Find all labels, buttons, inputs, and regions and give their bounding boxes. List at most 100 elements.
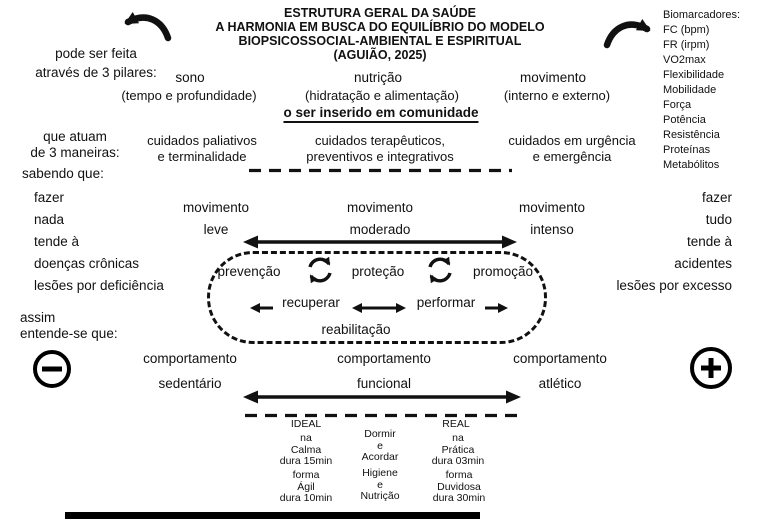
deficiency-item: nada: [34, 212, 65, 227]
deficiency-item: fazer: [34, 190, 65, 205]
pillar-movement-detail: (interno e externo): [503, 88, 611, 103]
minus-bar: [42, 366, 62, 372]
circular-arrows-icon: [428, 256, 452, 284]
cycle-prevention: prevenção: [217, 264, 281, 279]
page-title: ESTRUTURA GERAL DA SAÚDE A HARMONIA EM B…: [196, 6, 564, 62]
deficiency-item: tende à: [34, 234, 80, 249]
care-therapeutic-line-1: cuidados terapêuticos,: [314, 133, 446, 148]
behavior-athletic-line-1: comportamento: [513, 351, 607, 366]
behavior-functional-line-1: comportamento: [337, 351, 431, 366]
minus-circle-icon: [33, 350, 71, 388]
movement-intense-line-2: intenso: [530, 222, 574, 237]
excess-item: fazer: [701, 190, 732, 205]
care-urgency-line-1: cuidados em urgência: [508, 133, 636, 148]
deficiency-item: doenças crônicas: [34, 256, 140, 271]
pillar-nutrition: nutrição: [353, 70, 403, 85]
care-palliative-line-1: cuidados paliativos: [147, 133, 257, 148]
care-urgency: cuidados em urgência e emergência: [508, 133, 635, 164]
biomarkers-panel: Biomarcadores: FC (bpm) FR (irpm) VO2max…: [663, 8, 740, 173]
real-label: REAL: [442, 418, 470, 430]
biomarker-item: FR (irpm): [663, 39, 710, 51]
title-line-3: BIOPSICOSSOCIAL-AMBIENTAL E ESPIRITUAL: [238, 34, 522, 48]
movement-light-line-2: leve: [203, 222, 229, 237]
thus-line-2: entende-se que:: [20, 325, 118, 341]
circular-arrows-icon: [308, 256, 332, 284]
movement-light-line-1: movimento: [182, 200, 250, 215]
care-palliative: cuidados paliativos e terminalidade: [147, 133, 257, 164]
ways-intro-line-2: de 3 maneiras:: [30, 145, 120, 160]
plus-bar-vertical: [708, 358, 714, 378]
pillars-intro: pode ser feita através de 3 pilares:: [14, 44, 178, 82]
recover-perform-arrows: [250, 303, 508, 313]
biomarker-item: FC (bpm): [663, 24, 710, 36]
plus-circle-icon: [690, 347, 732, 389]
cycle-promotion: promoção: [472, 264, 534, 279]
movement-intense: movimento intenso: [519, 197, 585, 241]
excess-item: tudo: [705, 212, 732, 227]
biomarker-item: Força: [663, 99, 692, 111]
biomarker-item: VO2max: [663, 54, 706, 66]
real-practice-block: na Prática dura 03min: [431, 432, 485, 467]
behavior-sedentary-line-1: comportamento: [143, 351, 237, 366]
movement-moderate: movimento moderado: [347, 197, 413, 241]
cycle-recover: recuperar: [282, 295, 340, 310]
biomarker-item: Flexibilidade: [663, 69, 725, 81]
biomarker-item: Proteínas: [663, 144, 711, 156]
behavior-sedentary: comportamento sedentário: [143, 346, 237, 396]
thus-label: assim entende-se que:: [20, 310, 118, 341]
pillars-intro-line-2: através de 3 pilares:: [35, 65, 157, 80]
thus-line-1: assim: [20, 310, 56, 325]
ideal-agile-block: forma Ágil dura 10min: [279, 469, 333, 504]
biomarker-item: Mobilidade: [663, 84, 717, 96]
biomarker-item: Resistência: [663, 129, 720, 141]
movement-light: movimento leve: [183, 197, 249, 241]
sleep-wake-block: Dormir e Acordar: [361, 428, 399, 463]
curved-arrow-counterclockwise-icon: [124, 11, 172, 42]
hygiene-nutrition-block: Higiene e Nutrição: [360, 467, 400, 502]
title-line-1: ESTRUTURA GERAL DA SAÚDE: [284, 6, 476, 20]
care-therapeutic: cuidados terapêuticos, preventivos e int…: [306, 133, 453, 164]
care-palliative-line-2: e terminalidade: [157, 148, 247, 164]
cycle-rehabilitation: reabilitação: [321, 322, 391, 337]
biomarker-item: Metabólitos: [663, 159, 720, 171]
community-statement-text: o ser inserido em comunidade: [283, 105, 479, 123]
care-therapeutic-line-2: preventivos e integrativos: [306, 148, 454, 164]
behavior-spectrum-arrow: [243, 390, 521, 404]
movement-spectrum-arrow: [243, 235, 517, 249]
behavior-athletic: comportamento atlético: [513, 346, 607, 396]
cycle-perform: performar: [416, 295, 476, 310]
title-line-4: (AGUIÃO, 2025): [333, 48, 427, 62]
pillar-sleep: sono: [175, 70, 205, 85]
community-statement: o ser inserido em comunidade: [283, 105, 479, 123]
movement-moderate-line-1: movimento: [346, 200, 414, 215]
pillar-movement: movimento: [519, 70, 587, 85]
ideal-calm-block: na Calma dura 15min: [279, 432, 333, 467]
movement-moderate-line-2: moderado: [349, 222, 411, 237]
ideal-label: IDEAL: [290, 418, 322, 430]
curved-arrow-clockwise-icon: [603, 18, 651, 49]
excess-item: tende à: [686, 234, 732, 249]
ways-intro-line-1: que atuam: [43, 129, 107, 144]
behavior-functional-line-2: funcional: [356, 376, 412, 391]
prevention-cycle-box: [207, 251, 547, 344]
horizontal-scrollbar-thumb[interactable]: [65, 512, 480, 519]
biomarker-item: Potência: [663, 114, 706, 126]
behavior-functional: comportamento funcional: [337, 346, 431, 396]
cycle-protection: proteção: [351, 264, 405, 279]
excess-item: lesões por excesso: [616, 278, 732, 293]
dashed-divider-bottom: [245, 413, 517, 418]
behavior-sedentary-line-2: sedentário: [158, 376, 222, 391]
movement-intense-line-1: movimento: [518, 200, 586, 215]
title-line-2: A HARMONIA EM BUSCA DO EQUILÍBRIO DO MOD…: [215, 20, 545, 34]
biomarkers-heading: Biomarcadores:: [663, 9, 741, 21]
dashed-divider-top: [249, 168, 512, 173]
real-doubtful-block: forma Duvidosa dura 30min: [432, 469, 486, 504]
deficiency-item: lesões por deficiência: [34, 278, 164, 293]
knowing-label: sabendo que:: [22, 166, 104, 181]
pillar-sleep-detail: (tempo e profundidade): [121, 88, 257, 103]
behavior-athletic-line-2: atlético: [538, 376, 582, 391]
care-urgency-line-2: e emergência: [532, 148, 612, 164]
pillars-intro-line-1: pode ser feita: [55, 46, 137, 61]
excess-item: acidentes: [674, 256, 732, 271]
